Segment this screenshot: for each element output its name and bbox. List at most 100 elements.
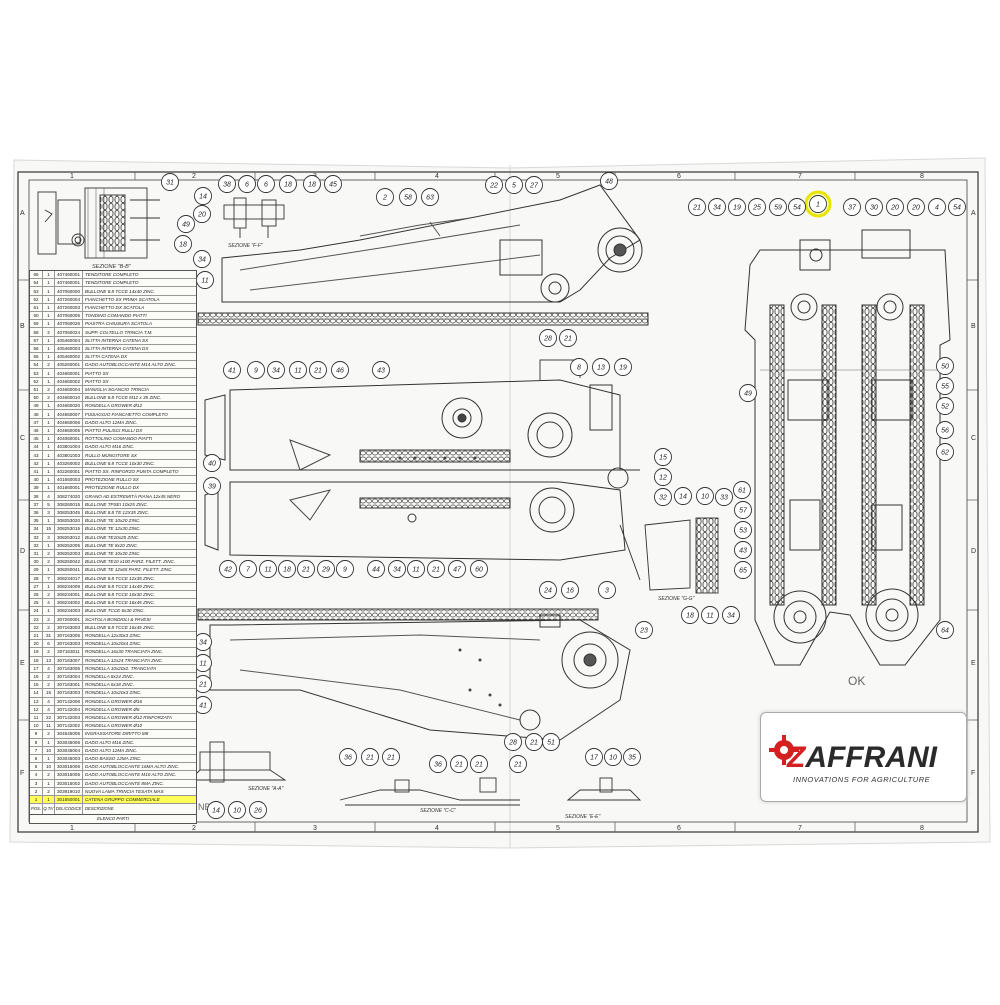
callout-circle bbox=[728, 198, 746, 216]
parts-list-cell: 407060024 bbox=[55, 328, 83, 336]
parts-list-cell: BULLONE 8.8 TCCE 12x35 ZINC. bbox=[85, 575, 155, 581]
grid-row-b-right: B bbox=[971, 323, 976, 330]
parts-list-cell: 307163003 bbox=[55, 689, 83, 697]
callout-number: 6 bbox=[245, 182, 249, 189]
callout-circle bbox=[505, 176, 523, 194]
callout-circle bbox=[936, 377, 954, 395]
parts-list-cell: 1 bbox=[43, 410, 55, 418]
parts-list-cell: RONDELLA GROWER Ø6 bbox=[85, 706, 140, 712]
parts-list-cell: 407260003 bbox=[55, 303, 83, 311]
callout-circle bbox=[361, 748, 379, 766]
callout-balloon: 21 bbox=[525, 733, 543, 751]
grid-row-b: B bbox=[20, 323, 25, 330]
callout-number: 2 bbox=[382, 195, 387, 202]
callout-number: 4 bbox=[935, 205, 939, 212]
parts-list-cell: 308250042 bbox=[55, 558, 83, 566]
parts-list-cell: 303045006 bbox=[55, 738, 83, 746]
parts-list-cell: 34 bbox=[30, 525, 43, 533]
callout-number: 64 bbox=[941, 628, 949, 635]
callout-number: 51 bbox=[547, 740, 555, 747]
callout-number: 43 bbox=[377, 368, 385, 375]
callout-balloon: 21 bbox=[194, 675, 212, 693]
parts-list-cell: RONDELLA 16x30 TRANCIATA ZINC. bbox=[85, 649, 164, 655]
callout-circle bbox=[228, 801, 246, 819]
parts-list-cell: 7 bbox=[43, 574, 55, 582]
callout-circle bbox=[688, 198, 706, 216]
parts-list-cell: BULLONE 8.8 TE 12X35 ZINC. bbox=[85, 509, 150, 515]
parts-list-cell: TENDITORE COMPLETO bbox=[85, 280, 139, 286]
parts-list-cell: 21 bbox=[30, 631, 43, 640]
callout-number: 34 bbox=[199, 640, 207, 647]
callout-number: 50 bbox=[941, 364, 949, 371]
callout-number: 54 bbox=[793, 205, 801, 212]
callout-number: 10 bbox=[233, 808, 241, 815]
parts-list-cell: 61 bbox=[30, 303, 43, 311]
callout-balloon: 14 bbox=[674, 487, 692, 505]
callout-number: 11 bbox=[706, 613, 713, 620]
callout-circle bbox=[614, 358, 632, 376]
parts-list-cell: PROTEZIONE RULLO SX bbox=[85, 477, 139, 483]
parts-list-header-cell: DIS./CODICE bbox=[55, 804, 83, 814]
parts-list-cell: 13 bbox=[30, 697, 43, 705]
callout-circle bbox=[239, 560, 257, 578]
parts-list-cell: 48 bbox=[30, 410, 43, 418]
parts-list-cell: 1 bbox=[43, 320, 55, 328]
parts-list-cell: 10 bbox=[30, 722, 43, 730]
callout-circle bbox=[207, 801, 225, 819]
parts-list-cell: 10 bbox=[43, 763, 55, 771]
parts-list-cell: 1 bbox=[43, 271, 55, 279]
parts-list-cell: 1 bbox=[43, 418, 55, 426]
callout-balloon: 11 bbox=[407, 560, 425, 578]
parts-list-cell: DADO AUTOBLOCCANTE M10 ALTO ZINC. bbox=[85, 772, 177, 778]
parts-list-cell: 307163003 bbox=[55, 640, 83, 648]
callout-number: 11 bbox=[294, 368, 301, 375]
parts-list-cell: 24 bbox=[30, 607, 43, 615]
callout-circle bbox=[336, 560, 354, 578]
parts-list-cell: 403801004 bbox=[55, 443, 83, 451]
callout-number: 18 bbox=[284, 182, 292, 189]
callout-number: 21 bbox=[386, 755, 395, 762]
parts-list-cell: 308234009 bbox=[55, 582, 83, 590]
callout-balloon: 26 bbox=[249, 801, 267, 819]
parts-list-cell: 65 bbox=[30, 271, 43, 279]
brand-name: ZAFFRANI bbox=[787, 741, 937, 775]
callout-circle bbox=[654, 468, 672, 486]
callout-number: 23 bbox=[639, 628, 648, 635]
parts-list-cell: 1 bbox=[43, 779, 55, 787]
parts-list-cell: MANIGLIA SGANCIO TRINCIA bbox=[85, 386, 149, 392]
callout-number: 41 bbox=[199, 703, 207, 710]
parts-list-cell: 10 bbox=[43, 746, 55, 754]
parts-list-header-cell: POS. bbox=[30, 804, 43, 814]
callout-balloon: 5 bbox=[505, 176, 523, 194]
parts-list-cell: 308253012 bbox=[55, 533, 83, 541]
callout-balloon: 46 bbox=[331, 361, 349, 379]
callout-balloon: 18 bbox=[278, 560, 296, 578]
callout-balloon: 33 bbox=[715, 488, 733, 506]
parts-list-cell: RONDELLA 12x30x3 ZINC. bbox=[85, 633, 142, 639]
callout-balloon: 11 bbox=[196, 271, 214, 289]
parts-list-cell: 2 bbox=[43, 681, 55, 689]
parts-list-cell: 5 bbox=[43, 500, 55, 508]
parts-list-cell: TENDITORE COMPLETO bbox=[85, 272, 139, 278]
callout-circle bbox=[470, 755, 488, 773]
parts-list-cell: 23 bbox=[30, 615, 43, 623]
callout-circle bbox=[303, 175, 321, 193]
gear-icon bbox=[769, 735, 799, 765]
callout-balloon: 41 bbox=[223, 361, 241, 379]
grid-col-2: 2 bbox=[192, 173, 196, 180]
callout-circle bbox=[382, 748, 400, 766]
